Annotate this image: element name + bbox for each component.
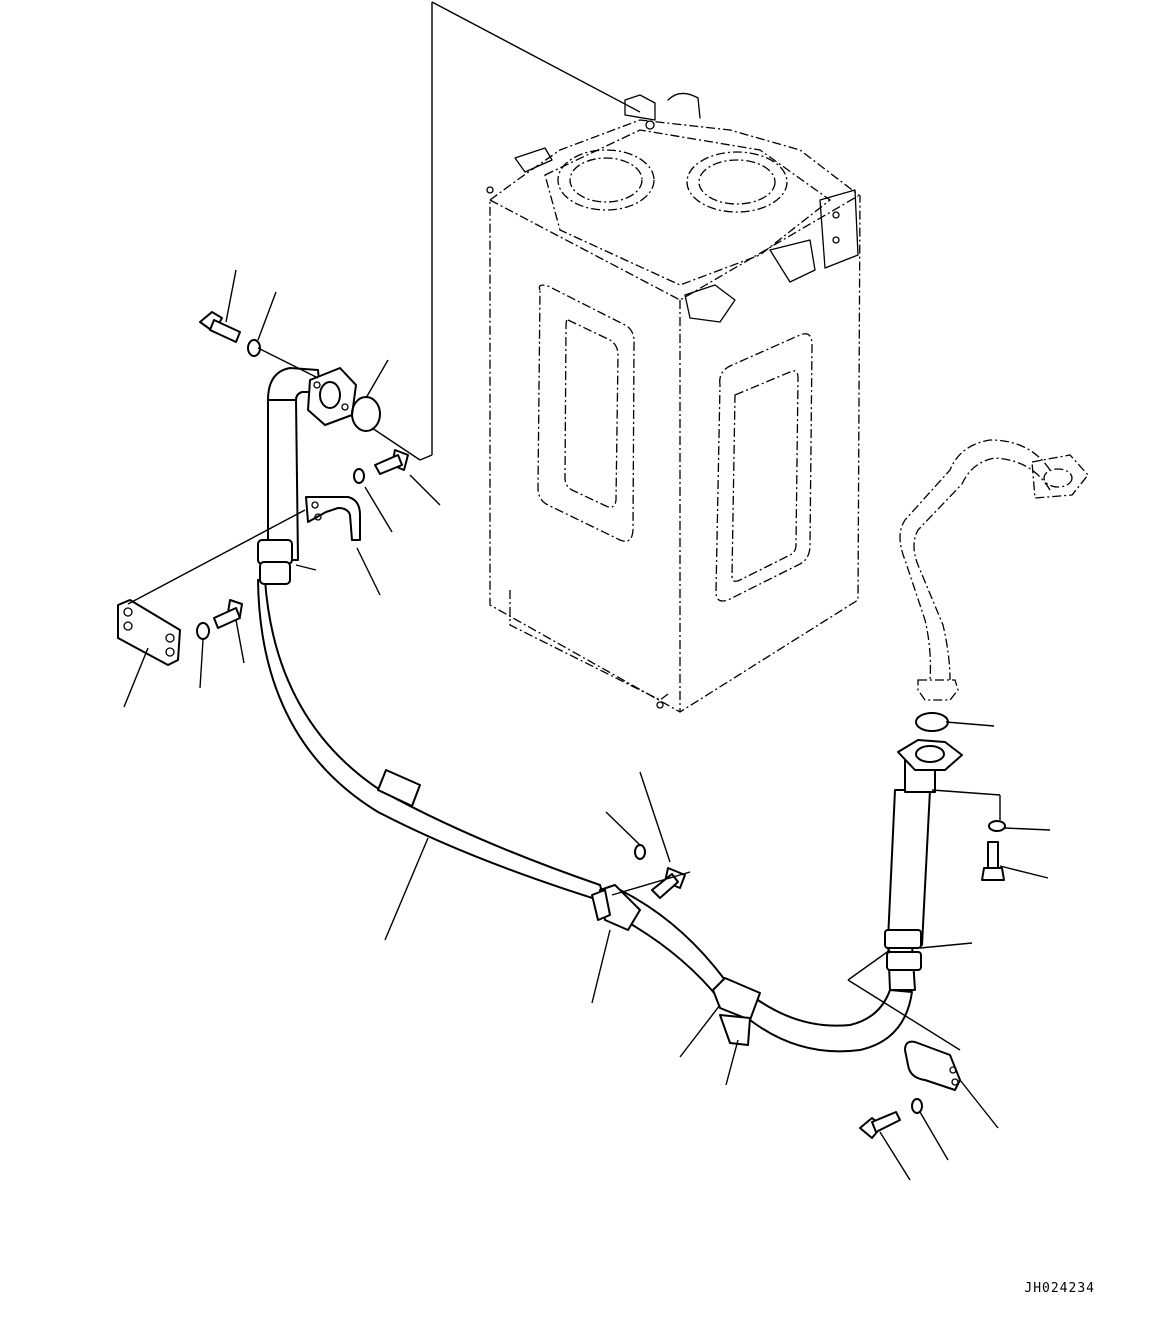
drawing-code: JH024234: [1024, 1281, 1095, 1296]
washer: [196, 339, 1006, 1114]
bracket: [305, 496, 961, 1091]
phantom-pipe: [899, 439, 1089, 701]
plate: [117, 599, 181, 666]
leader-lines: [123, 1, 1051, 1181]
tank-assembly: [486, 92, 861, 713]
hose-assembly: [257, 367, 936, 1053]
lower-flange-elbow: [897, 739, 963, 771]
